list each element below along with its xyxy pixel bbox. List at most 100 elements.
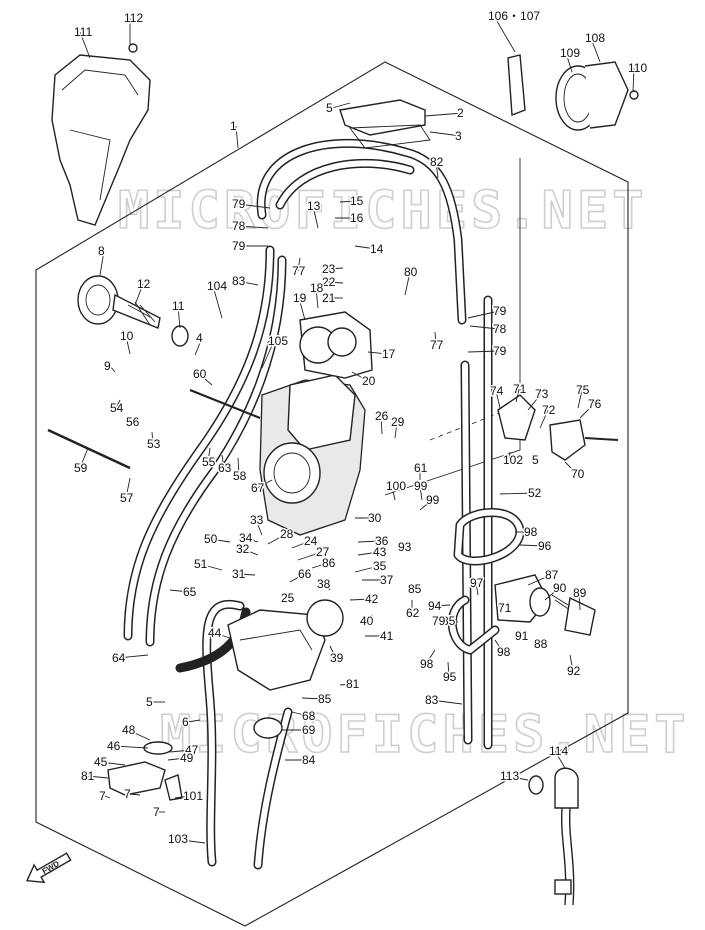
leader-line <box>424 112 464 117</box>
callout-label: 104 <box>207 279 227 293</box>
callout-label: 57 <box>120 491 134 505</box>
callout-label: 79 <box>232 197 246 211</box>
callout-label: 85 <box>408 582 422 596</box>
callout-label: 62 <box>406 606 420 620</box>
callout-label: 82 <box>430 155 444 169</box>
callout-label: 7 <box>124 787 131 801</box>
callout-label: 41 <box>380 629 394 643</box>
sensor-assembly <box>497 394 619 461</box>
callout-label: 9 <box>104 359 111 373</box>
callout-label: 44 <box>208 626 222 640</box>
callout-label: 29 <box>391 415 405 429</box>
leader-line <box>207 447 211 463</box>
callout-label: 49 <box>180 751 194 765</box>
callout-label: 106・107 <box>488 9 540 23</box>
callout-label: 39 <box>330 651 344 665</box>
callout-label: 94 <box>428 599 442 613</box>
callout-label: 23 <box>322 262 336 276</box>
callout-label: 31 <box>232 567 246 581</box>
assembly-frame <box>35 61 629 927</box>
callout-label: 33 <box>250 513 264 527</box>
callout-label: 85 <box>318 692 332 706</box>
callout-label: 47 <box>185 743 199 757</box>
callout-label: 63 <box>218 461 232 475</box>
callout-label: 65 <box>183 585 197 599</box>
leader-line <box>499 605 505 609</box>
watermark-bottom: MICROFICHES.NET <box>160 705 690 765</box>
callout-label: 40 <box>360 614 374 628</box>
callout-label: 27 <box>316 545 330 559</box>
callout-label: 87 <box>545 568 559 582</box>
leader-line <box>255 519 263 536</box>
callout-label: 74 <box>490 384 504 398</box>
callout-label: 111 <box>74 25 93 39</box>
leader-line <box>554 750 566 769</box>
callout-label: 1 <box>230 119 237 133</box>
leader-line <box>394 421 398 439</box>
leader-line <box>256 479 273 489</box>
leader-line <box>167 757 187 761</box>
callout-label: 76 <box>588 397 602 411</box>
leader-line <box>565 52 573 73</box>
callout-label: 35 <box>373 559 387 573</box>
callout-label: 61 <box>414 461 428 475</box>
leader-line <box>198 373 213 386</box>
callout-label: 83 <box>425 693 439 707</box>
callout-label: 60 <box>193 367 207 381</box>
callout-label: 86 <box>322 556 336 570</box>
leader-line <box>169 749 192 753</box>
callout-label: 91 <box>515 629 529 643</box>
callout-label: 97 <box>470 576 484 590</box>
leader-line <box>505 775 529 781</box>
leader-line <box>527 393 542 411</box>
leader-line <box>519 544 545 547</box>
callout-label: 45 <box>94 755 108 769</box>
leader-line <box>327 267 344 270</box>
callout-label: 98 <box>420 657 434 671</box>
leader-line <box>357 540 382 543</box>
leader-line <box>301 697 325 700</box>
callout-label: 98 <box>524 525 538 539</box>
callout-label: 32 <box>236 542 250 556</box>
leader-line <box>199 563 223 571</box>
callout-label: 108 <box>585 31 605 45</box>
leader-line <box>515 388 520 403</box>
leader-line <box>291 711 309 717</box>
throttle-body <box>259 99 431 536</box>
callout-label: 3 <box>455 129 462 143</box>
leader-line <box>435 161 439 179</box>
leader-line <box>174 795 190 799</box>
leader-line <box>131 417 141 423</box>
callout-label: 79 <box>493 304 507 318</box>
leader-line <box>527 574 552 586</box>
leader-line <box>322 583 331 591</box>
callout-label: 67 <box>251 481 265 495</box>
callout-label: 52 <box>528 486 542 500</box>
leader-line <box>125 477 131 499</box>
lower-left-parts <box>107 741 183 801</box>
leader-line <box>354 245 377 250</box>
leader-line <box>311 562 329 569</box>
callout-label: 110 <box>628 61 647 75</box>
leader-line <box>430 699 463 705</box>
leader-line <box>312 205 319 229</box>
leader-line <box>177 305 181 329</box>
leader-line <box>351 371 369 382</box>
leader-line <box>244 537 259 543</box>
leader-line <box>267 533 287 545</box>
leader-line <box>494 639 504 653</box>
leader-line <box>564 461 578 475</box>
leader-line <box>297 551 323 561</box>
callout-label: 12 <box>137 277 151 291</box>
callout-label: 102 <box>503 453 523 467</box>
leader-line <box>237 573 256 576</box>
leader-line <box>508 451 511 461</box>
callout-label: 88 <box>534 637 548 651</box>
callout-label: 96 <box>538 539 552 553</box>
leader-line <box>578 592 581 611</box>
callout-label: 77 <box>292 264 306 278</box>
pump-assembly <box>494 574 596 636</box>
leader-line <box>173 838 206 844</box>
callout-label: 14 <box>370 242 384 256</box>
